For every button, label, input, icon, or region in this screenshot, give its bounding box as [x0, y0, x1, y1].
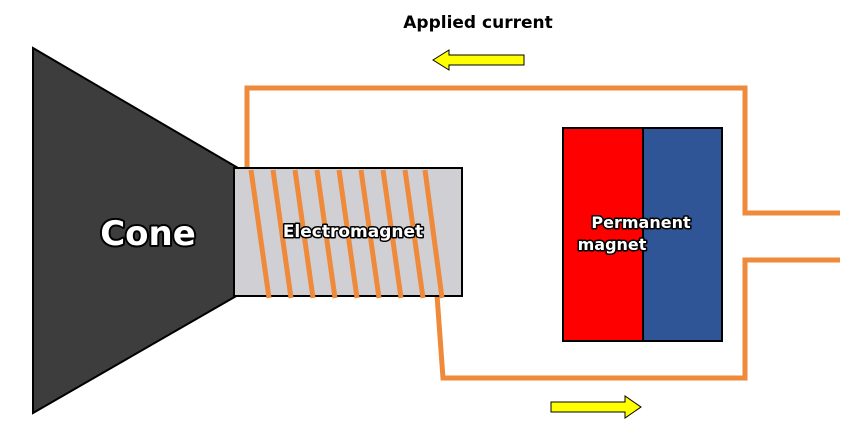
coil-turn [380, 169, 404, 299]
permanent-magnet-blue [642, 127, 723, 342]
permanent-magnet-label-line2: magnet [578, 235, 647, 254]
coil-turn [248, 169, 272, 299]
coil-turn [422, 169, 445, 299]
coil-turn [336, 169, 360, 299]
wire-top-path [244, 85, 840, 216]
arrow-left-icon [432, 49, 525, 71]
coil-turn [270, 169, 294, 299]
coil-windings [248, 169, 445, 299]
permanent-magnet-label-line1: Permanent [591, 213, 691, 232]
coil-turn [358, 169, 382, 299]
applied-current-label: Applied current [403, 13, 552, 33]
arrow-right-icon [550, 395, 642, 419]
cone-label: Cone [100, 214, 196, 254]
electromagnet-label: Electromagnet [283, 222, 423, 242]
wire [244, 85, 840, 381]
coil-turn [292, 169, 316, 299]
wire-bottom-path [434, 257, 840, 381]
coil-turn [402, 169, 426, 299]
coil-turn [314, 169, 338, 299]
